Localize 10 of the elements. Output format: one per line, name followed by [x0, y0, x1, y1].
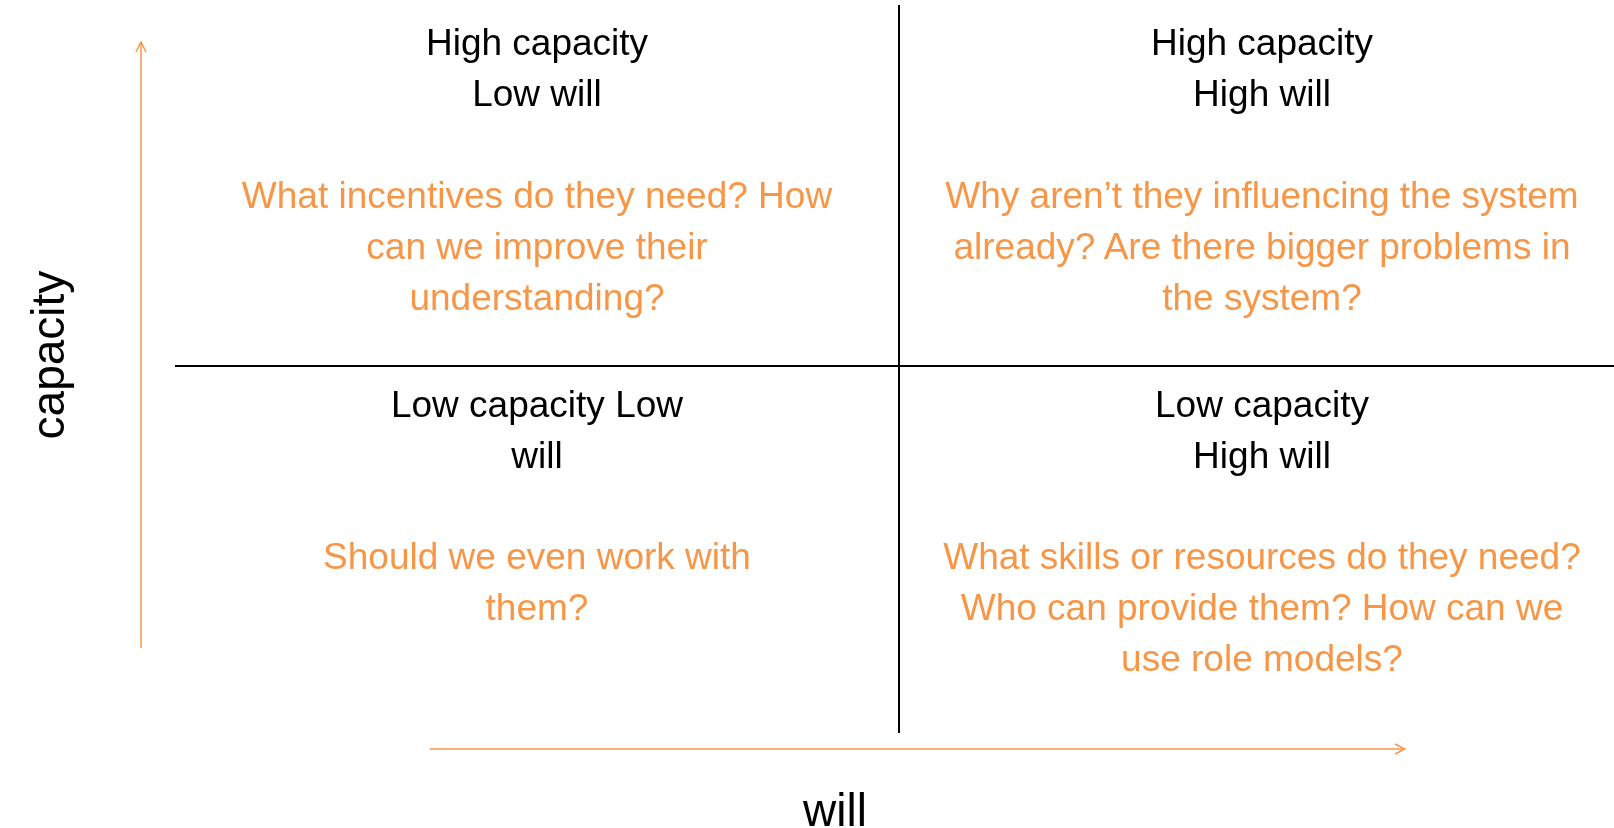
quadrant-heading: Low capacity High will [1154, 383, 1370, 478]
quadrant-heading: High capacity High will [1149, 21, 1375, 116]
axis-label: will [802, 783, 868, 828]
quadrant-heading: High capacity Low will [424, 21, 650, 116]
question-text: What incentives do they need? How can we improve their understanding? [240, 174, 834, 320]
quadrant-heading: Low capacity Low will [389, 383, 684, 478]
question-text: Why aren’t they influencing the system already? Are there bigger problems in the system? [944, 174, 1580, 320]
question-text: What skills or resources do they need? Who can provide them? How can we use role models? [942, 535, 1582, 681]
question-text: Should we even work with them? [322, 535, 752, 630]
axis-label: capacity [21, 270, 75, 440]
